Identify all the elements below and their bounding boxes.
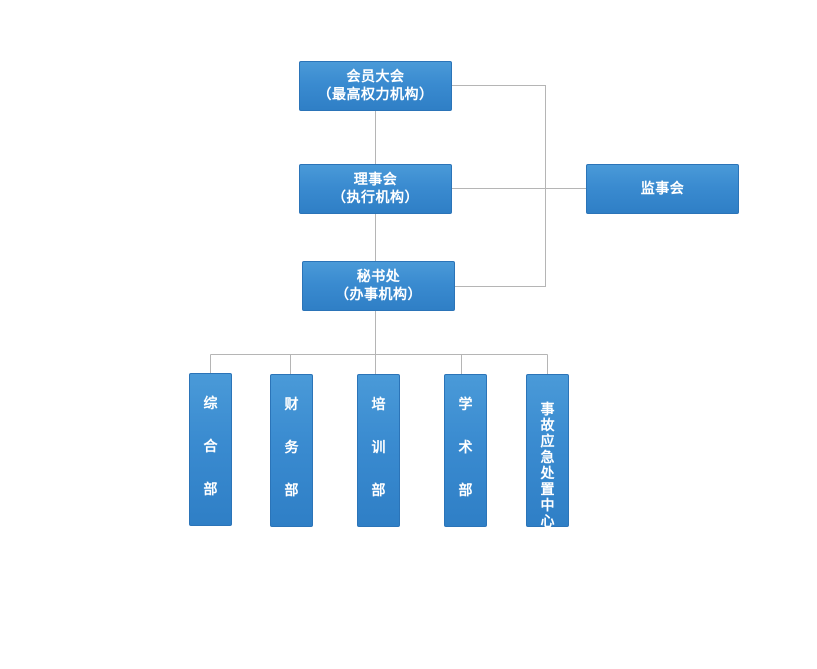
- dept-academic-label: 学术部: [458, 397, 473, 499]
- dept-emergency-center: 事故应急处置中心: [526, 374, 569, 530]
- dept-general-affairs-label: 综合部: [203, 396, 218, 498]
- node-general-assembly: 会员大会 （最高权力机构）: [299, 61, 452, 111]
- node-general-assembly-title: 会员大会: [346, 69, 405, 85]
- node-general-assembly-subtitle: （最高权力机构）: [317, 87, 434, 103]
- dept-finance: 财务部: [270, 374, 313, 527]
- node-supervisory-board-title: 监事会: [640, 181, 685, 197]
- node-secretariat-subtitle: （办事机构）: [335, 287, 422, 303]
- node-supervisory-board: 监事会: [586, 164, 739, 214]
- dept-emergency-center-label: 事故应急处置中心: [540, 402, 555, 530]
- node-council-subtitle: （执行机构）: [332, 190, 419, 206]
- dept-finance-label: 财务部: [284, 397, 299, 499]
- node-council: 理事会 （执行机构）: [299, 164, 452, 214]
- dept-training-label: 培训部: [371, 397, 386, 499]
- node-secretariat: 秘书处 （办事机构）: [302, 261, 455, 311]
- dept-academic: 学术部: [444, 374, 487, 527]
- dept-general-affairs: 综合部: [189, 373, 232, 526]
- node-council-title: 理事会: [353, 172, 398, 188]
- connector-supervision-loop: [452, 85, 546, 287]
- node-secretariat-title: 秘书处: [356, 269, 401, 285]
- dept-training: 培训部: [357, 374, 400, 527]
